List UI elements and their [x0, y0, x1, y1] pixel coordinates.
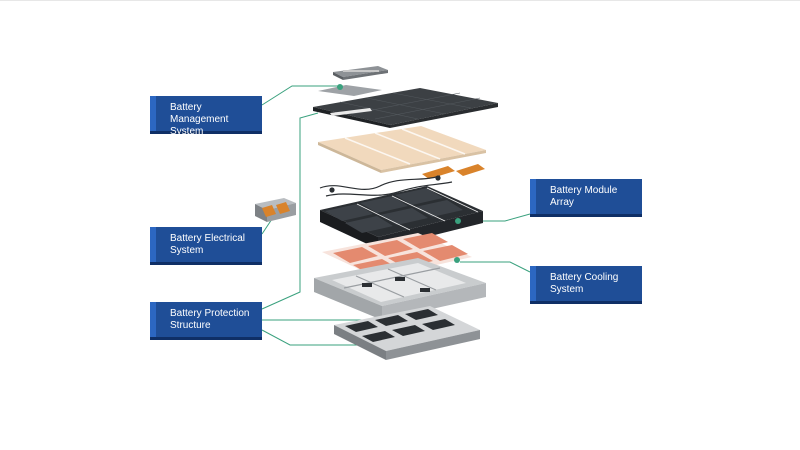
electrical-system-unit: [255, 198, 296, 222]
bms-board: [318, 84, 382, 96]
leader-line-bms: [261, 85, 343, 106]
label-battery-module-array: Battery Module Array: [530, 179, 642, 217]
leader-line-bps-3: [261, 329, 363, 346]
leader-line-bes: [261, 218, 273, 235]
insulation-layer: [318, 126, 486, 179]
top-divider: [0, 0, 800, 1]
bms-controller: [333, 66, 388, 80]
protection-tray-frame: [314, 258, 486, 320]
top-cover: [313, 88, 498, 128]
label-battery-protection-structure: Battery Protection Structure: [150, 302, 262, 340]
label-battery-electrical-system: Battery Electrical System: [150, 227, 262, 265]
wiring-harness: [319, 175, 453, 197]
label-battery-cooling-system: Battery Cooling System: [530, 266, 642, 304]
leader-line-bcs: [460, 261, 531, 273]
bottom-protection-plate: [334, 306, 480, 360]
leader-line-bps-1: [261, 112, 319, 310]
label-battery-management-system: Battery Management System: [150, 96, 262, 137]
